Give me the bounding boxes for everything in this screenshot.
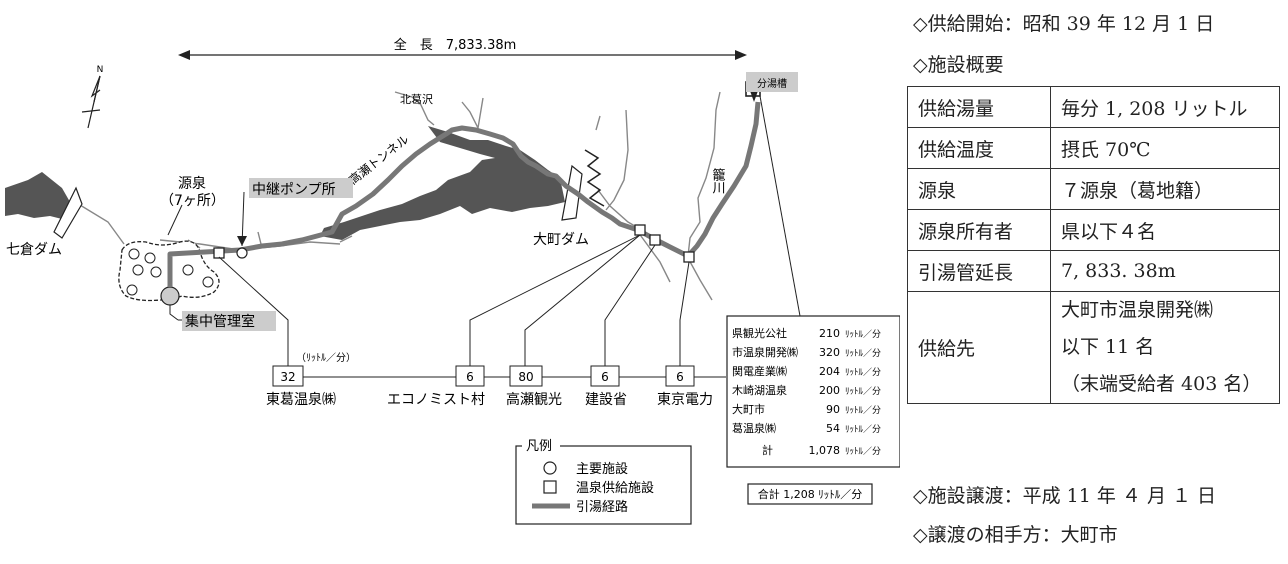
consumer-economist-village: 6 エコノミスト村 [387,365,485,408]
facility-overview-table: 供給湯量 毎分 1, 208 リットル 供給温度 摂氏 70℃ 源泉 ７源泉（葛… [907,86,1280,404]
total-length-label: 全 長 7,833.38m [394,37,517,53]
north-label: N [97,65,104,75]
dist-value: 1,078 [809,444,841,457]
kago-river-label: 籠川 [710,167,726,194]
dist-name: 葛温泉㈱ [732,421,776,435]
dist-unit: ﾘｯﾄﾙ／分 [845,424,881,435]
row-key: 引湯管延長 [907,250,1051,292]
dist-name: 大町市 [732,402,765,416]
legend-item: 主要施設 [576,461,628,477]
nanakura-dam-wall-icon [53,186,83,239]
table-row: 源泉所有者 県以下４名 [907,209,1280,251]
dist-name: 市温泉開発㈱ [732,345,798,359]
legend-title: 凡例 [526,439,552,454]
consumer-value: 32 [280,370,295,384]
supply-line: （末端受給者 403 名） [1061,373,1262,395]
total-length-dimension: 全 長 7,833.38m [178,35,747,60]
dist-unit: ﾘｯﾄﾙ／分 [845,329,881,340]
row-value: 毎分 1, 208 リットル [1050,86,1280,128]
dist-name: 計 [762,443,773,457]
row-key: 源泉 [907,168,1051,210]
consumer-boxes: 32 東葛温泉㈱ 6 エコノミスト村 80 高瀬観光 6 建設省 6 東京電力 [266,365,713,408]
dist-name: 木崎湖温泉 [732,383,787,397]
gensen-label: 源泉 [178,175,206,192]
dist-value: 54 [826,422,840,435]
control-room-label: 集中管理室 [185,313,255,330]
hot-spring-pipeline-map: 全 長 7,833.38m N [5,35,901,525]
omachi-dam-label: 大町ダム [533,232,589,248]
consumer-value: 80 [518,370,533,384]
consumer-takase-kanko: 80 高瀬観光 [506,365,562,408]
takase-tunnel-label: 高瀬トンネル [346,131,412,187]
dist-value: 204 [819,365,840,378]
supply-start: ◇供給開始：昭和 39 年 12 月 1 日 [913,13,1215,35]
legend-item: 引湯経路 [576,499,628,515]
consumer-value: 6 [676,370,684,384]
dist-unit: ﾘｯﾄﾙ／分 [845,386,881,397]
consumer-tokyo-denryoku: 6 東京電力 [657,365,713,408]
nanakura-dam [5,172,83,239]
consumer-name: 建設省 [585,392,627,408]
table-row: 供給先 大町市温泉開発㈱ 以下 11 名 （末端受給者 403 名） [907,291,1280,404]
row-value: 摂氏 70℃ [1050,127,1280,169]
supply-facility-icon [649,234,661,246]
pump-station-icon [236,247,248,259]
dist-unit: ﾘｯﾄﾙ／分 [845,405,881,416]
pipeline-diagram: 全 長 7,833.38m N [5,35,901,525]
gensen-count-label: （7ヶ所） [160,193,225,209]
bunyuso-label: 分湯槽 [757,77,787,90]
consumer-name: エコノミスト村 [387,392,485,408]
row-key: 源泉所有者 [907,209,1051,251]
dist-unit: ﾘｯﾄﾙ／分 [845,348,881,359]
main-pipeline-route [167,101,761,287]
supply-line: 大町市温泉開発㈱ [1061,299,1214,321]
grand-total: 合計 1,208 ﾘｯﾄﾙ／分 [758,487,862,501]
consumer-value: 6 [466,370,474,384]
table-row: 供給湯量 毎分 1, 208 リットル [907,86,1280,128]
legend-item: 温泉供給施設 [576,480,654,496]
transfer-date: ◇施設譲渡：平成 11 年 ４ 月 １ 日 [913,485,1217,507]
row-value: 7, 833. 38m [1050,250,1280,292]
row-key: 供給湯量 [907,86,1051,128]
dist-unit: ﾘｯﾄﾙ／分 [845,367,881,378]
dist-value: 90 [826,403,840,416]
supply-facility-icon [213,247,225,259]
dist-unit: ﾘｯﾄﾙ／分 [845,446,881,457]
legend-square-icon [543,480,557,494]
table-row: 供給温度 摂氏 70℃ [907,127,1280,169]
table-row: 源泉 ７源泉（葛地籍） [907,168,1280,210]
dist-value: 200 [819,384,840,397]
overview-heading: ◇施設概要 [913,54,1004,76]
consumer-higashikuzu: 32 東葛温泉㈱ [266,365,336,408]
row-value: 県以下４名 [1050,209,1280,251]
dist-name: 関電産業㈱ [732,365,787,378]
nanakura-dam-label: 七倉ダム [6,242,62,258]
supply-facility-icon [634,224,646,236]
consumer-value: 6 [601,370,609,384]
kitakuzusawa-label: 北葛沢 [400,92,433,106]
supply-value: 大町市温泉開発㈱ 以下 11 名 （末端受給者 403 名） [1050,291,1280,404]
control-room-icon [160,286,180,306]
table-row: 引湯管延長 7, 833. 38m [907,250,1280,292]
distribution-table: 県観光公社 210 ﾘｯﾄﾙ／分 市温泉開発㈱ 320 ﾘｯﾄﾙ／分 関電産業㈱… [726,315,901,505]
legend: 凡例 主要施設 温泉供給施設 引湯経路 [515,437,692,525]
dist-value: 320 [819,346,840,359]
pump-station-label: 中継ポンプ所 [252,182,336,198]
row-key: 供給温度 [907,127,1051,169]
supply-line: 以下 11 名 [1061,336,1155,358]
consumer-name: 高瀬観光 [506,391,562,408]
consumer-name: 東葛温泉㈱ [266,391,336,408]
unit-label: （ﾘｯﾄﾙ／分） [296,352,356,364]
dist-name: 県観光公社 [732,326,787,340]
supply-key: 供給先 [907,291,1051,404]
distribution-rows: 県観光公社 210 ﾘｯﾄﾙ／分 市温泉開発㈱ 320 ﾘｯﾄﾙ／分 関電産業㈱… [732,326,881,457]
legend-circle-icon [543,461,557,475]
consumer-kensetsusho: 6 建設省 [585,365,627,408]
row-value: ７源泉（葛地籍） [1050,168,1280,210]
dist-value: 210 [819,327,840,340]
supply-facility-icon [683,251,695,263]
consumer-name: 東京電力 [657,392,713,408]
transfer-party: ◇譲渡の相手方：大町市 [913,524,1118,546]
north-arrow-icon: N [81,65,104,129]
